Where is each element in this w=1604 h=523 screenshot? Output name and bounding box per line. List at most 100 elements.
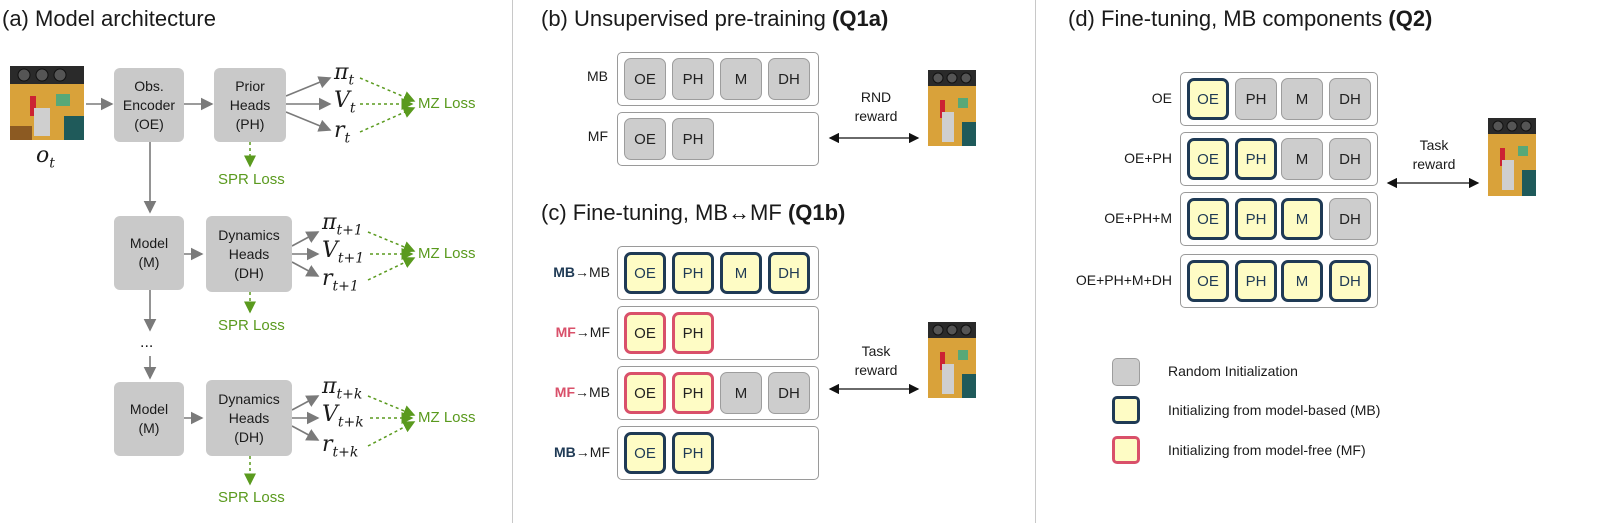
divider-b-d bbox=[1035, 0, 1036, 523]
chip-ph: PH bbox=[672, 312, 714, 354]
row-label-d-oe-ph-m: OE+PH+M bbox=[1104, 210, 1172, 226]
chip-ph: PH bbox=[672, 432, 714, 474]
v-tk: Vt+k bbox=[322, 402, 364, 431]
rnd-reward-label: RND reward bbox=[854, 89, 898, 124]
panel-a-title: (a) Model architecture bbox=[2, 6, 216, 31]
panel-b-row-mb: OE PH M DH bbox=[617, 52, 819, 106]
dynamics-heads-label-2: Dynamics Heads (DH) bbox=[218, 390, 280, 445]
r-t1: rt+1 bbox=[322, 266, 359, 295]
task-reward-label-c: Task reward bbox=[854, 343, 898, 378]
chip-oe: OE bbox=[624, 312, 666, 354]
legend-label-random: Random Initialization bbox=[1168, 363, 1298, 379]
chip-ph: PH bbox=[672, 252, 714, 294]
chip-oe: OE bbox=[624, 252, 666, 294]
panel-c-row-mf-mf: OE PH bbox=[617, 306, 819, 360]
chip-oe: OE bbox=[624, 372, 666, 414]
dynamics-heads-label-1: Dynamics Heads (DH) bbox=[218, 226, 280, 281]
chip-dh: DH bbox=[1329, 78, 1371, 120]
task-reward-label-d: Task reward bbox=[1412, 137, 1456, 172]
chip-ph: PH bbox=[1235, 138, 1277, 180]
panel-d-title: (d) Fine-tuning, MB components (Q2) bbox=[1068, 6, 1433, 31]
chip-oe: OE bbox=[1187, 138, 1229, 180]
obs-symbol: o bbox=[36, 143, 50, 168]
row-label-b-mb: MB bbox=[587, 68, 608, 84]
chip-dh: DH bbox=[768, 372, 810, 414]
chip-m: M bbox=[1281, 78, 1323, 120]
row-label-d-oe-ph: OE+PH bbox=[1124, 150, 1172, 166]
panel-b-row-mf: OE PH bbox=[617, 112, 819, 166]
mz-loss-1: MZ Loss bbox=[418, 95, 476, 112]
chip-m: M bbox=[720, 252, 762, 294]
chip-ph: PH bbox=[672, 372, 714, 414]
v-t1: Vt+1 bbox=[322, 238, 365, 267]
panel-b-title: (b) Unsupervised pre-training (Q1a) bbox=[541, 6, 889, 31]
prior-heads-box: Prior Heads (PH) bbox=[214, 68, 286, 142]
model-box-1: Model (M) bbox=[114, 216, 184, 290]
prior-heads-label: Prior Heads (PH) bbox=[229, 77, 271, 132]
mz-loss-3: MZ Loss bbox=[418, 409, 476, 426]
row-label-b-mf: MF bbox=[587, 128, 608, 144]
mz-loss-2: MZ Loss bbox=[418, 245, 476, 262]
row-label-c-mb-mf: MB→MF bbox=[554, 444, 610, 460]
row-label-c-mb-mb: MB→MB bbox=[553, 264, 610, 280]
row-label-d-oe: OE bbox=[1151, 90, 1172, 106]
panel-d-row-oe-ph: OE PH M DH bbox=[1180, 132, 1378, 186]
panel-c-title: (c) Fine-tuning, MB↔MF (Q1b) bbox=[541, 200, 846, 225]
legend-label-mb: Initializing from model-based (MB) bbox=[1168, 402, 1381, 418]
panel-d-row-oe-ph-m-dh: OE PH M DH bbox=[1180, 254, 1378, 308]
chip-ph: PH bbox=[1235, 260, 1277, 302]
reward-arrows bbox=[828, 132, 1480, 395]
row-label-d-oe-ph-m-dh: OE+PH+M+DH bbox=[1075, 272, 1172, 288]
chip-dh: DH bbox=[1329, 260, 1371, 302]
model-box-2: Model (M) bbox=[114, 382, 184, 456]
model-label-2: Model (M) bbox=[129, 401, 169, 436]
loss-arrows bbox=[244, 77, 416, 486]
r-tk: rt+k bbox=[322, 432, 359, 461]
chip-dh: DH bbox=[1329, 198, 1371, 240]
chip-dh: DH bbox=[768, 252, 810, 294]
divider-a-b bbox=[512, 0, 513, 523]
chip-m: M bbox=[1281, 198, 1323, 240]
chip-ph: PH bbox=[672, 58, 714, 100]
pi-t: πt bbox=[334, 60, 355, 89]
r-t: rt bbox=[334, 118, 351, 147]
chip-oe: OE bbox=[1187, 260, 1229, 302]
spr-loss-2: SPR Loss bbox=[218, 317, 285, 334]
chip-m: M bbox=[1281, 260, 1323, 302]
chip-m: M bbox=[1281, 138, 1323, 180]
panel-c-row-mf-mb: OE PH M DH bbox=[617, 366, 819, 420]
observation-label: ot bbox=[36, 143, 55, 171]
row-label-c-mf-mb: MF→MB bbox=[554, 384, 610, 400]
obs-subscript: t bbox=[49, 155, 55, 172]
chip-oe: OE bbox=[624, 118, 666, 160]
observation-thumbnails bbox=[10, 66, 1536, 398]
architecture-arrows bbox=[86, 76, 332, 441]
legend-swatch-mf bbox=[1112, 436, 1140, 464]
panel-d-row-oe-ph-m: OE PH M DH bbox=[1180, 192, 1378, 246]
chip-oe: OE bbox=[1187, 78, 1229, 120]
legend-swatch-random bbox=[1112, 358, 1140, 386]
chip-ph: PH bbox=[672, 118, 714, 160]
pi-tk: πt+k bbox=[322, 374, 363, 403]
legend-swatch-mb bbox=[1112, 396, 1140, 424]
ellipsis: ... bbox=[140, 334, 154, 351]
obs-encoder-label: Obs. Encoder (OE) bbox=[122, 77, 176, 132]
panel-c-row-mb-mf: OE PH bbox=[617, 426, 819, 480]
panel-c-row-mb-mb: OE PH M DH bbox=[617, 246, 819, 300]
model-label-1: Model (M) bbox=[129, 235, 169, 270]
obs-encoder-box: Obs. Encoder (OE) bbox=[114, 68, 184, 142]
chip-oe: OE bbox=[624, 58, 666, 100]
chip-ph: PH bbox=[1235, 198, 1277, 240]
spr-loss-3: SPR Loss bbox=[218, 489, 285, 506]
chip-oe: OE bbox=[624, 432, 666, 474]
chip-dh: DH bbox=[768, 58, 810, 100]
dynamics-heads-box-1: Dynamics Heads (DH) bbox=[206, 216, 292, 292]
pi-t1: πt+1 bbox=[322, 210, 363, 239]
dynamics-heads-box-2: Dynamics Heads (DH) bbox=[206, 380, 292, 456]
v-t: Vt bbox=[334, 88, 356, 117]
row-label-c-mf-mf: MF→MF bbox=[555, 324, 610, 340]
legend-label-mf: Initializing from model-free (MF) bbox=[1168, 442, 1366, 458]
chip-m: M bbox=[720, 58, 762, 100]
spr-loss-1: SPR Loss bbox=[218, 171, 285, 188]
